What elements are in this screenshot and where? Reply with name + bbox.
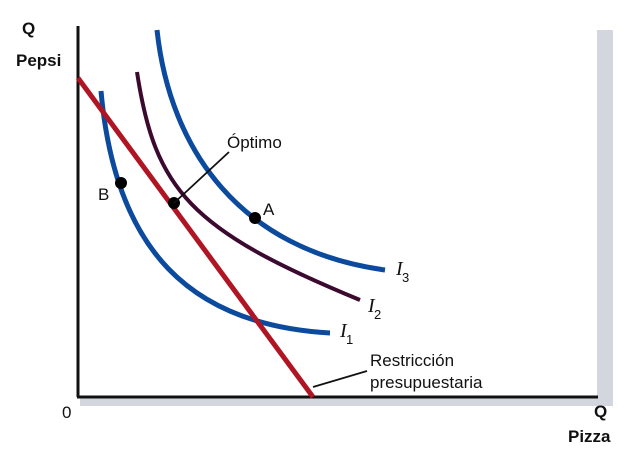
i1-label: I [339,320,348,342]
plot-shadow-bottom [80,396,613,406]
point-b-label: B [98,185,109,204]
indifference-curve-i2 [135,71,361,302]
indifference-curve-i3 [154,29,386,273]
point-a-label: A [263,200,275,219]
optimo-label: Óptimo [227,133,282,152]
optimo-leader-line [173,151,230,204]
y-axis-title-q: Q [22,19,35,38]
i3-label: I [395,258,404,280]
point-a [249,212,261,224]
point-b [115,177,127,189]
origin-label: 0 [62,403,71,422]
x-axis-title-pizza: Pizza [568,427,611,446]
budget-label-line1: Restricción [370,351,454,370]
i2-label: I [367,295,376,317]
budget-line [75,76,316,399]
y-axis-title-pepsi: Pepsi [16,51,61,70]
indifference-curve-i1 [98,90,331,336]
i1-subscript: 1 [346,332,353,347]
i2-subscript: 2 [374,307,381,322]
budget-leader-line [312,370,368,388]
plot-shadow-right [597,30,613,406]
x-axis-title-q: Q [594,402,607,421]
budget-label-line2: presupuestaria [370,373,483,392]
i3-subscript: 3 [402,270,409,285]
